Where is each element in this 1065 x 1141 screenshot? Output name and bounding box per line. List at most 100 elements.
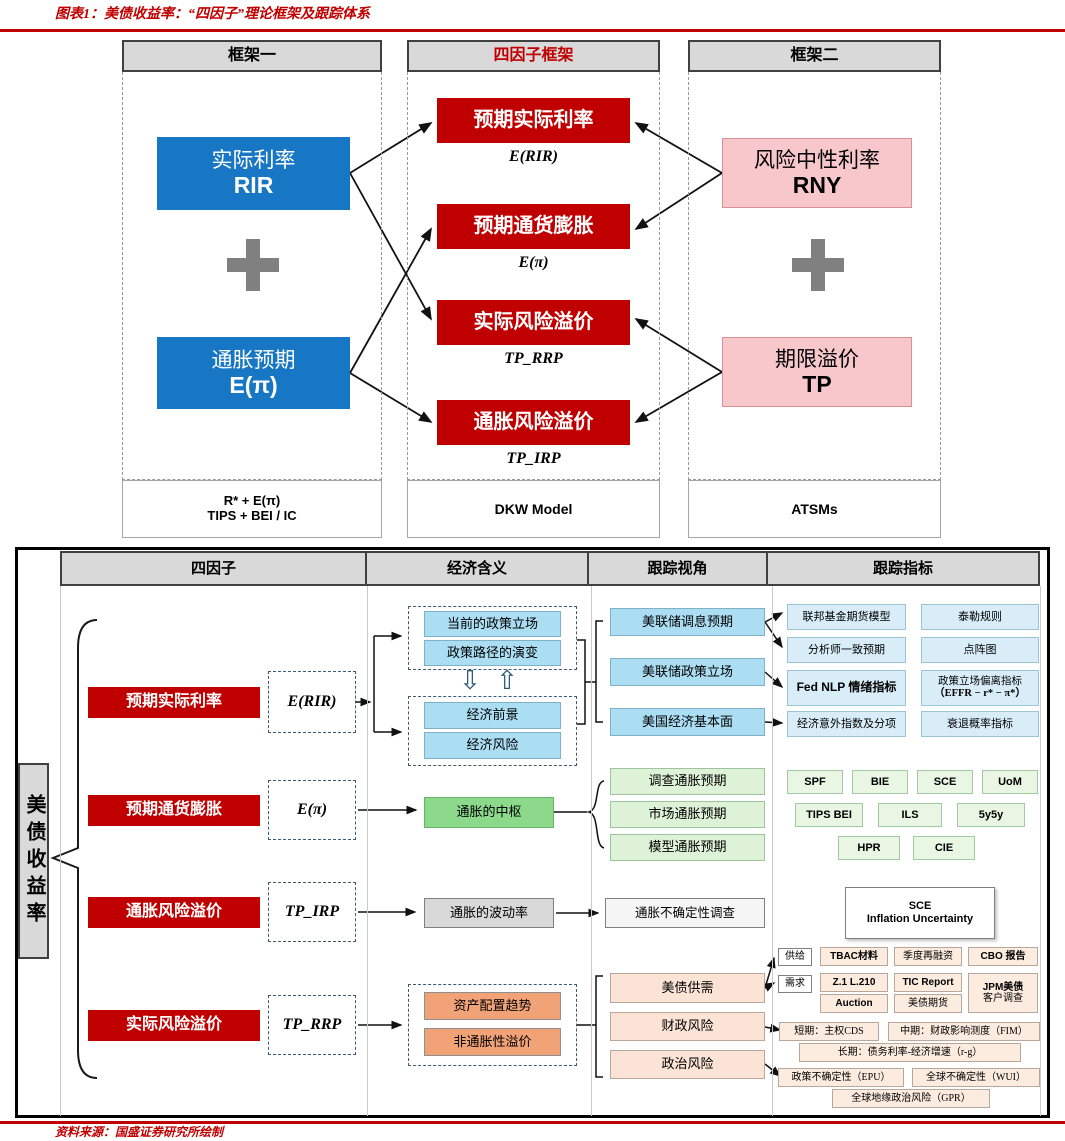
frame2-footer: ATSMs: [688, 480, 941, 538]
col-header-indicators: 跟踪指标: [768, 553, 1038, 584]
row1-ind-dot-plot: 点阵图: [921, 637, 1039, 663]
row2-ind-uom: UoM: [982, 770, 1038, 794]
row1-ind-policy-deviation: 政策立场偏离指标 （EFFR − r* − π*）: [921, 670, 1039, 706]
row2-ind-bie: BIE: [852, 770, 908, 794]
row2-ind-ils: ILS: [878, 803, 942, 827]
row1-ind-recession-prob: 衰退概率指标: [921, 711, 1039, 737]
top-rule: [0, 29, 1065, 32]
up-arrow-icon: ⇧: [496, 665, 518, 696]
row1-ind-taylor-rule: 泰勒规则: [921, 604, 1039, 630]
row1-ind-policy-deviation-line1: 政策立场偏离指标: [938, 675, 1022, 687]
row3-ind-sce-line1: SCE: [908, 900, 932, 913]
factor-erir-box: 预期实际利率: [437, 98, 630, 143]
tracking-frame: [15, 547, 1050, 1118]
column-divider: [60, 586, 61, 1116]
factor-tpirp-label: TP_IRP: [506, 449, 561, 467]
row1-econ-risk: 经济风险: [424, 732, 561, 759]
row4-ind-tbac: TBAC材料: [820, 947, 888, 966]
bottom-rule: [0, 1121, 1065, 1124]
row1-math: E(RIR): [268, 671, 356, 733]
row3-ind-sce-line2: Inflation Uncertainty: [866, 913, 974, 925]
row4-ind-fim: 中期：财政影响测度（FIM）: [888, 1022, 1040, 1041]
frame1-footer: R* + E(π) TIPS + BEI / IC: [122, 480, 382, 538]
row3-ind-sce-uncertainty: SCE Inflation Uncertainty: [845, 887, 995, 939]
frame1-panel: [122, 72, 382, 480]
factor-epi-label: E(π): [518, 253, 549, 271]
col-header-view: 跟踪视角: [589, 553, 768, 584]
row4-ind-quarterly-refunding: 季度再融资: [894, 947, 962, 966]
row2-factor: 预期通货膨胀: [88, 795, 260, 826]
row2-ind-sce: SCE: [917, 770, 973, 794]
frame1-header: 框架一: [122, 40, 382, 72]
row4-ind-tic-report: TIC Report: [894, 973, 962, 992]
row4-view-fiscal-risk: 财政风险: [610, 1012, 765, 1041]
row2-view-market: 市场通胀预期: [610, 801, 765, 828]
frame2-header: 框架二: [688, 40, 941, 72]
term-premium-cn: 期限溢价: [775, 346, 859, 371]
real-rate-en: RIR: [233, 172, 274, 199]
real-rate-cn: 实际利率: [211, 148, 296, 173]
term-premium-en: TP: [802, 370, 832, 397]
row4-ind-gpr: 全球地缘政治风险（GPR）: [832, 1089, 990, 1108]
row3-math: TP_IRP: [268, 882, 356, 942]
risk-neutral-box: 风险中性利率 RNY: [722, 138, 912, 208]
row1-ind-ff-futures: 联邦基金期货模型: [787, 604, 906, 630]
inflation-exp-en: E(π): [229, 371, 278, 398]
row2-ind-5y5y: 5y5y: [957, 803, 1025, 827]
frame2-panel: [688, 72, 941, 480]
row2-inflation-core: 通胀的中枢: [424, 797, 554, 828]
row4-math: TP_RRP: [268, 995, 356, 1055]
risk-neutral-cn: 风险中性利率: [754, 147, 880, 172]
row1-ind-analyst-consensus: 分析师一致预期: [787, 637, 906, 663]
row1-ind-policy-deviation-line2: （EFFR − r* − π*）: [934, 688, 1026, 699]
row4-ind-auction: Auction: [820, 994, 888, 1013]
row2-view-survey: 调查通胀预期: [610, 768, 765, 795]
factor-tprrp-box: 实际风险溢价: [437, 300, 630, 345]
row4-ind-jpm-client-survey: JPM美债 客户调查: [968, 973, 1038, 1013]
row4-asset-allocation: 资产配置趋势: [424, 992, 561, 1020]
row4-ind-z1-l210: Z.1 L.210: [820, 973, 888, 992]
row1-policy-stance: 当前的政策立场: [424, 611, 561, 637]
row4-ind-cbo-report: CBO 报告: [968, 947, 1038, 966]
row4-ind-treasury-futures: 美债期货: [894, 994, 962, 1013]
row4-view-supply-demand: 美债供需: [610, 973, 765, 1003]
frame4-panel: [407, 72, 660, 480]
row3-view-uncertainty-survey: 通胀不确定性调查: [605, 898, 765, 928]
row3-inflation-vol: 通胀的波动率: [424, 898, 554, 928]
row4-demand-label: 需求: [778, 975, 812, 993]
factor-tpirp-box: 通胀风险溢价: [437, 400, 630, 445]
row1-econ-outlook: 经济前景: [424, 702, 561, 729]
factor-erir-label: E(RIR): [509, 147, 558, 165]
row2-ind-tips-bei: TIPS BEI: [795, 803, 863, 827]
row4-view-political-risk: 政治风险: [610, 1050, 765, 1079]
frame1-footer-line2: TIPS + BEI / IC: [207, 508, 297, 523]
row1-ind-fed-nlp: Fed NLP 情绪指标: [787, 670, 906, 706]
source-note: 资料来源：国盛证券研究所绘制: [55, 1125, 224, 1140]
row2-math: E(π): [268, 780, 356, 840]
real-rate-box: 实际利率 RIR: [157, 137, 350, 210]
frame4-footer: DKW Model: [407, 480, 660, 538]
row4-ind-sovereign-cds: 短期：主权CDS: [779, 1022, 879, 1041]
side-label-treasury-yield: 美债收益率: [18, 763, 49, 959]
row4-factor: 实际风险溢价: [88, 1010, 260, 1041]
row2-view-model: 模型通胀预期: [610, 834, 765, 861]
row4-noninflation-premium: 非通胀性溢价: [424, 1028, 561, 1056]
col-header-meaning: 经济含义: [367, 553, 589, 584]
row3-factor: 通胀风险溢价: [88, 897, 260, 928]
row4-ind-wui: 全球不确定性（WUI）: [912, 1068, 1040, 1087]
row4-ind-jpm-line1: JPM美债: [982, 981, 1024, 993]
column-divider: [772, 586, 773, 1116]
risk-neutral-en: RNY: [792, 171, 842, 198]
row1-factor: 预期实际利率: [88, 687, 260, 718]
row4-supply-label: 供给: [778, 948, 812, 966]
factor-epi-box: 预期通货膨胀: [437, 204, 630, 249]
column-divider: [591, 586, 592, 1116]
row1-view-us-fundamentals: 美国经济基本面: [610, 708, 765, 736]
plus-icon: [792, 239, 844, 291]
factor-tprrp-label: TP_RRP: [504, 349, 563, 367]
row4-ind-epu: 政策不确定性（EPU）: [778, 1068, 904, 1087]
row1-view-fed-stance: 美联储政策立场: [610, 658, 765, 686]
plus-icon: [227, 239, 279, 291]
down-arrow-icon: ⇩: [459, 665, 481, 696]
